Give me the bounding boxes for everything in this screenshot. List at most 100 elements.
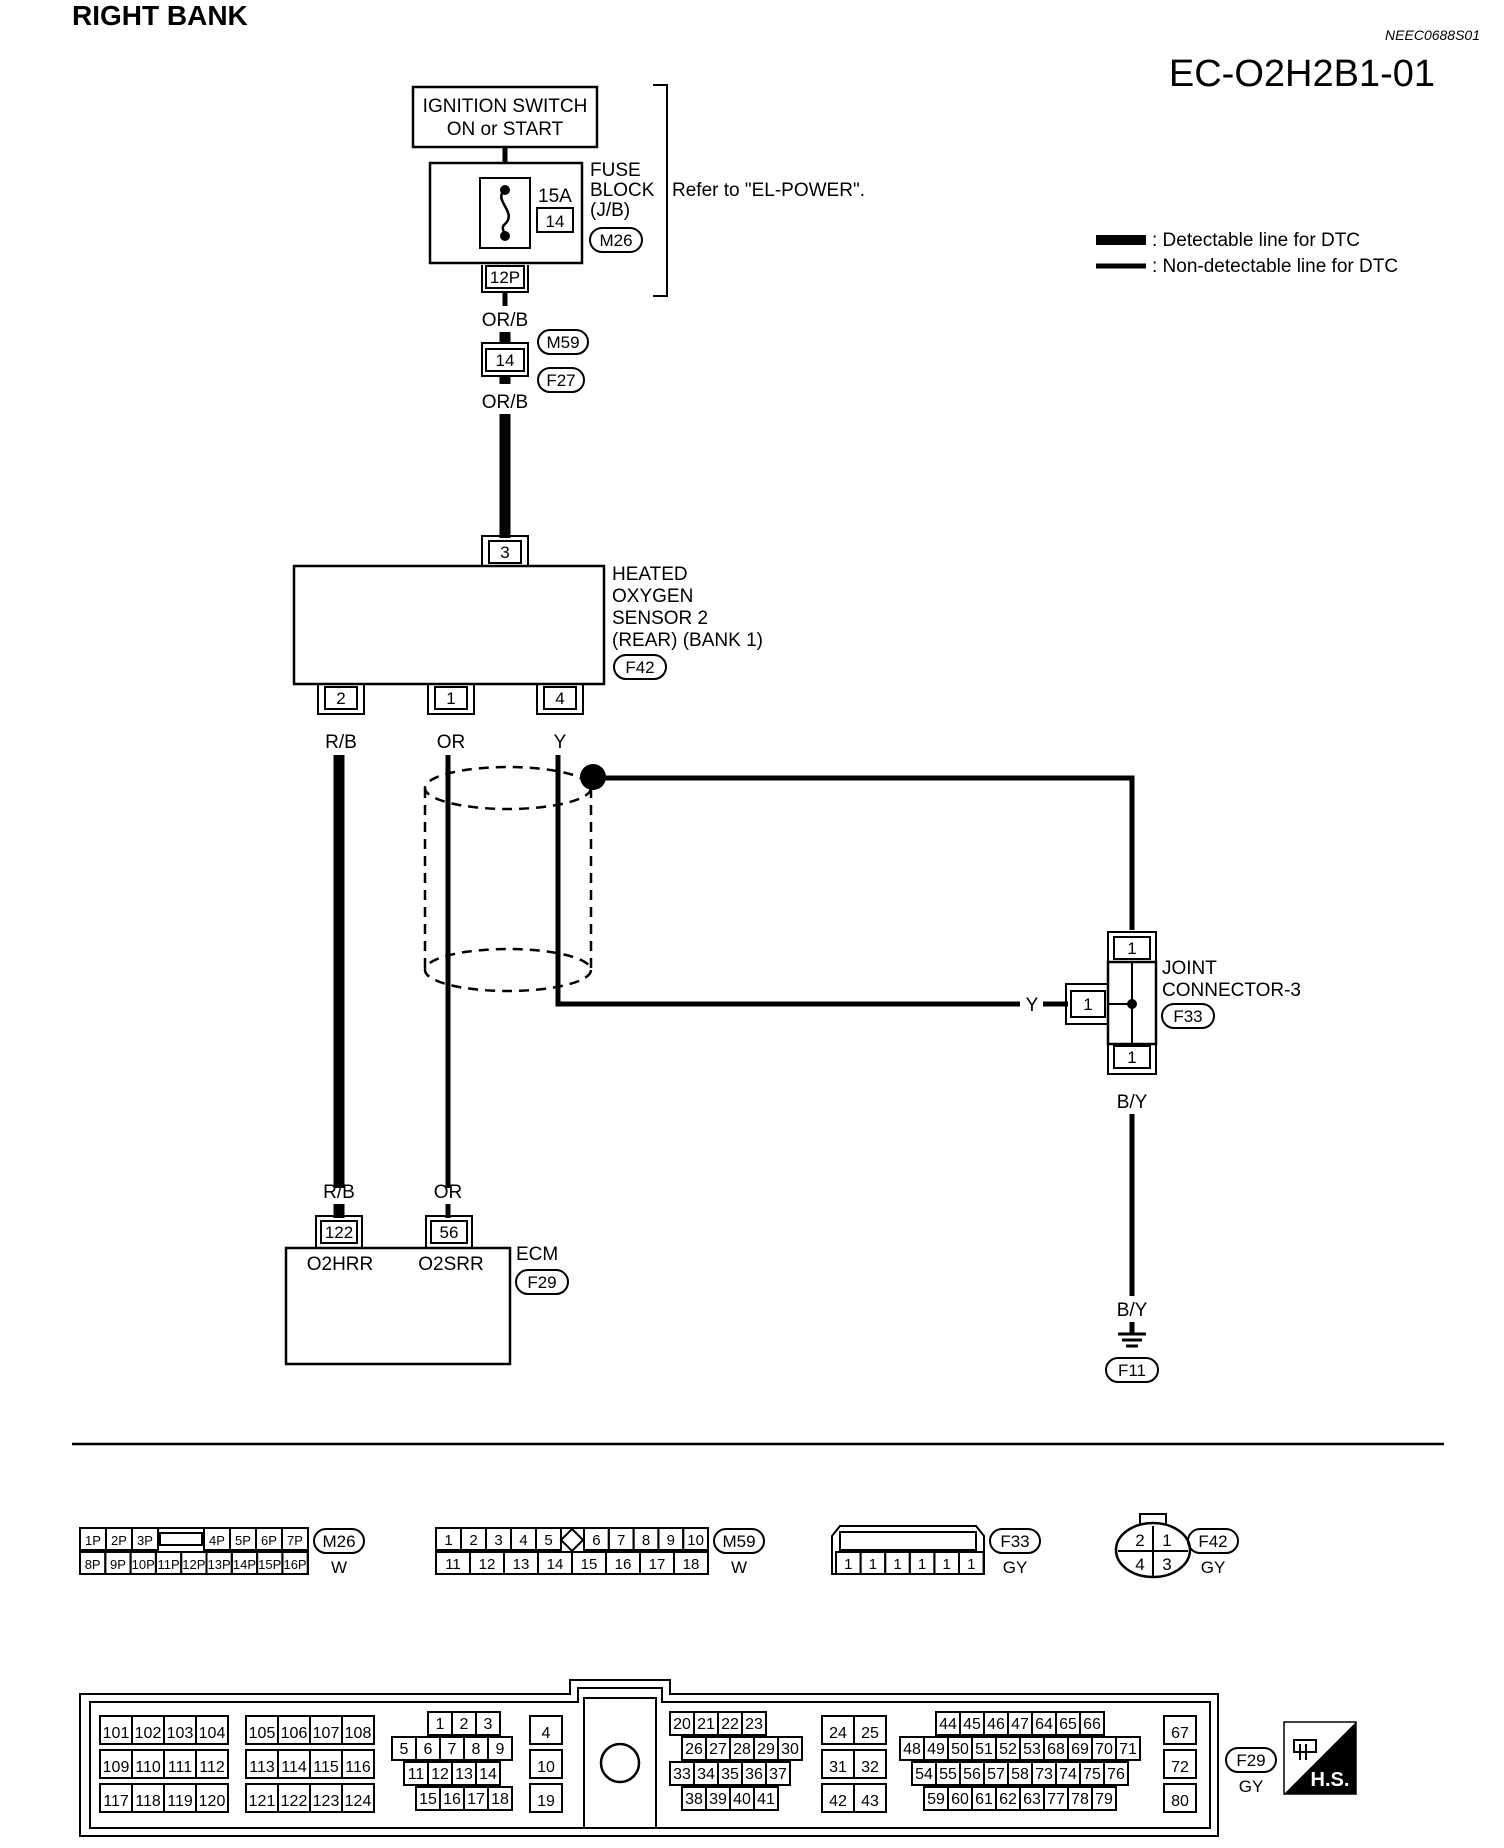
f29-cell-117: 117 — [103, 1793, 129, 1810]
f29-cell-53: 53 — [1023, 1741, 1041, 1758]
f29-cell-28: 28 — [733, 1741, 751, 1758]
f29-cell-105: 105 — [249, 1725, 276, 1742]
f29-cell-75: 75 — [1083, 1766, 1101, 1783]
f29-cell-34: 34 — [697, 1766, 715, 1783]
f29-cell-69: 69 — [1071, 1741, 1089, 1758]
f29-cell-109: 109 — [103, 1759, 130, 1776]
f42-pin-4: 4 — [1135, 1555, 1144, 1574]
harness-side-label: H.S. — [1311, 1769, 1350, 1791]
fuse-block-label-3: (J/B) — [590, 200, 630, 221]
ecm-terminal-o2hrr: O2HRR — [307, 1254, 374, 1275]
f29-cell-22: 22 — [721, 1716, 739, 1733]
f29-cell-113: 113 — [249, 1759, 275, 1776]
m59-cell-18: 18 — [683, 1556, 700, 1573]
f29-cell-36: 36 — [745, 1766, 763, 1783]
sensor-pin-2: 2 — [336, 689, 345, 708]
f29-cell-32: 32 — [861, 1759, 879, 1776]
f29-cell-18: 18 — [491, 1791, 509, 1808]
f29-cell-27: 27 — [709, 1741, 727, 1758]
f33-cell-1: 1 — [967, 1556, 975, 1573]
f29-cell-46: 46 — [987, 1716, 1005, 1733]
f29-cell-21: 21 — [697, 1716, 715, 1733]
f29-cell-4: 4 — [542, 1725, 551, 1742]
fuse-block-label-1: FUSE — [590, 160, 641, 181]
ecm-pin-56: 56 — [440, 1223, 459, 1242]
f29-cell-102: 102 — [135, 1725, 162, 1742]
ground-icon — [1118, 1332, 1146, 1348]
f29-cell-45: 45 — [963, 1716, 981, 1733]
f29-cell-20: 20 — [673, 1716, 691, 1733]
f33-cell-1: 1 — [918, 1556, 926, 1573]
f29-cell-106: 106 — [281, 1725, 308, 1742]
f29-cell-11: 11 — [408, 1766, 425, 1783]
m26-cell-11P: 11P — [157, 1557, 179, 1572]
f29-cell-43: 43 — [861, 1793, 879, 1810]
f29-cell-51: 51 — [975, 1741, 993, 1758]
f33-id: F33 — [1000, 1532, 1029, 1551]
harness-connector-f27: F27 — [546, 371, 575, 390]
m26-cell-7P: 7P — [287, 1533, 303, 1548]
joint-pin-top: 1 — [1127, 939, 1136, 958]
f29-cell-120: 120 — [199, 1793, 226, 1810]
f29-cell-60: 60 — [951, 1791, 969, 1808]
f29-cell-104: 104 — [199, 1725, 226, 1742]
ignition-switch-state: ON or START — [447, 119, 564, 140]
joint-connector-id: F33 — [1173, 1007, 1202, 1026]
m59-color: W — [731, 1558, 747, 1577]
ignition-switch: IGNITION SWITCH ON or START — [411, 85, 599, 149]
f33-color: GY — [1003, 1558, 1028, 1577]
joint-pin-left: 1 — [1083, 995, 1092, 1014]
m59-key-icon — [559, 1527, 585, 1553]
f29-cell-65: 65 — [1059, 1716, 1077, 1733]
m59-cell-6: 6 — [592, 1532, 600, 1549]
fuse-icon — [500, 189, 510, 237]
f29-color: GY — [1239, 1777, 1264, 1796]
f29-cell-42: 42 — [829, 1793, 847, 1810]
f29-cell-114: 114 — [281, 1759, 307, 1776]
shield-junction-dot — [580, 764, 606, 790]
wire-color-r-b-top: R/B — [325, 732, 357, 753]
f29-cell-47: 47 — [1011, 1716, 1029, 1733]
f29-cell-72: 72 — [1171, 1759, 1189, 1776]
m59-cell-2: 2 — [469, 1532, 477, 1549]
f29-cell-103: 103 — [167, 1725, 194, 1742]
f29-cell-25: 25 — [861, 1725, 879, 1742]
f29-cell-57: 57 — [987, 1766, 1005, 1783]
f29-cell-37: 37 — [769, 1766, 787, 1783]
ground-f11: B/Y F11 — [1105, 1300, 1159, 1383]
heated-oxygen-sensor-2: 3 HEATED OXYGEN SENSOR 2 (REAR) (BANK 1)… — [292, 535, 763, 715]
legend-detectable-label: : Detectable line for DTC — [1152, 230, 1360, 251]
ground-wire-color: B/Y — [1117, 1300, 1148, 1321]
f29-cell-30: 30 — [781, 1741, 799, 1758]
harness-connector-pin: 14 — [496, 351, 515, 370]
f29-cell-40: 40 — [733, 1791, 751, 1808]
f29-cell-110: 110 — [135, 1759, 161, 1776]
m59-cell-5: 5 — [544, 1532, 552, 1549]
f29-cell-48: 48 — [903, 1741, 921, 1758]
sensor-name-2: OXYGEN — [612, 586, 693, 607]
f33-cell-1: 1 — [869, 1556, 877, 1573]
joint-wire-y: Y — [1026, 995, 1039, 1016]
joint-name-2: CONNECTOR-3 — [1162, 980, 1301, 1001]
f29-cell-66: 66 — [1083, 1716, 1101, 1733]
diagram-id: EC-O2H2B1-01 — [1169, 53, 1435, 95]
f29-cell-50: 50 — [951, 1741, 969, 1758]
f29-cell-13: 13 — [455, 1766, 473, 1783]
harness-side-icon: H.S. — [1283, 1721, 1357, 1795]
f29-cell-39: 39 — [709, 1791, 727, 1808]
f29-cell-77: 77 — [1047, 1791, 1065, 1808]
m59-cell-9: 9 — [667, 1532, 675, 1549]
f29-cell-52: 52 — [999, 1741, 1017, 1758]
legend: : Detectable line for DTC : Non-detectab… — [1096, 230, 1398, 277]
f29-cell-3: 3 — [484, 1716, 493, 1733]
m26-cell-2P: 2P — [111, 1533, 127, 1548]
f29-cell-70: 70 — [1095, 1741, 1113, 1758]
f29-cell-8: 8 — [472, 1741, 481, 1758]
f29-cell-74: 74 — [1059, 1766, 1077, 1783]
f42-pin-3: 3 — [1162, 1555, 1171, 1574]
m26-cell-10P: 10P — [132, 1557, 155, 1572]
wire-color-or-b-bottom: OR/B — [482, 392, 528, 413]
f29-cell-23: 23 — [745, 1716, 763, 1733]
